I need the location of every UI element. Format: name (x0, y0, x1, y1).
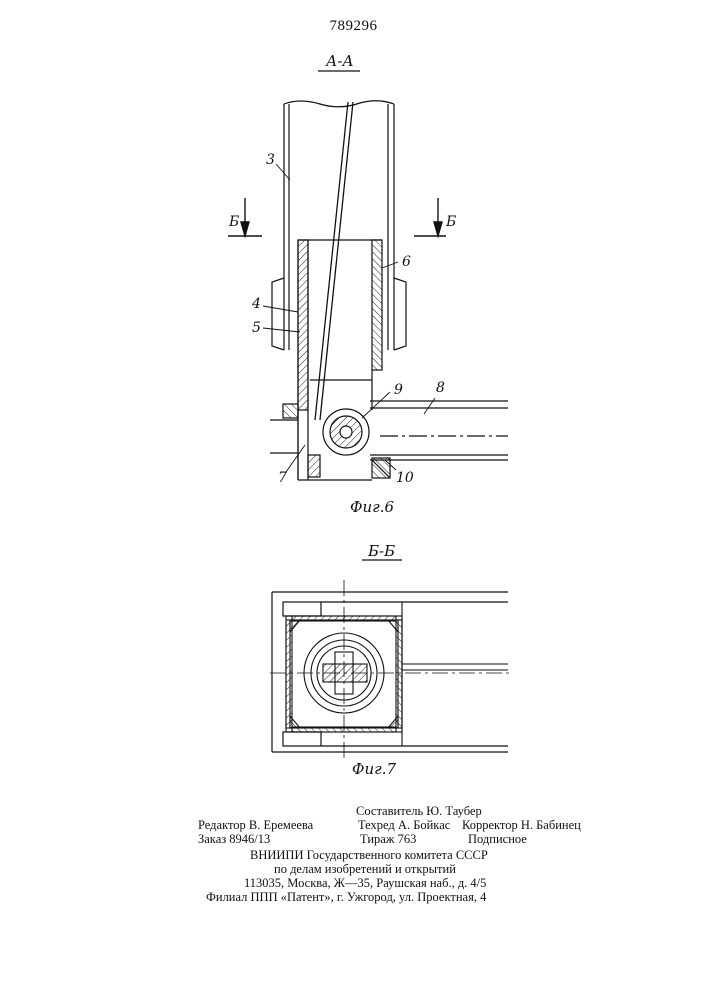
beam-top-view (402, 602, 508, 746)
imprint-subscription: Подписное (468, 832, 527, 846)
imprint-techred: Техред А. Бойкас (358, 818, 450, 832)
imprint-corrector: Корректор Н. Бабинец (462, 818, 581, 832)
imprint-circulation: Тираж 763 (360, 832, 416, 846)
figure-7-caption: Фиг.7 (352, 760, 396, 778)
imprint-branch: Филиал ППП «Патент», г. Ужгород, ул. Про… (206, 890, 486, 904)
imprint-compiler: Составитель Ю. Таубер (356, 804, 482, 818)
imprint-address: 113035, Москва, Ж—35, Раушская наб., д. … (244, 876, 486, 890)
imprint-order: Заказ 8946/13 (198, 832, 270, 846)
imprint-editor: Редактор В. Еремеева (198, 818, 313, 832)
imprint-org-line2: по делам изобретений и открытий (274, 862, 456, 876)
center-lines (270, 580, 512, 762)
imprint-org-line1: ВНИИПИ Государственного комитета СССР (250, 848, 488, 862)
